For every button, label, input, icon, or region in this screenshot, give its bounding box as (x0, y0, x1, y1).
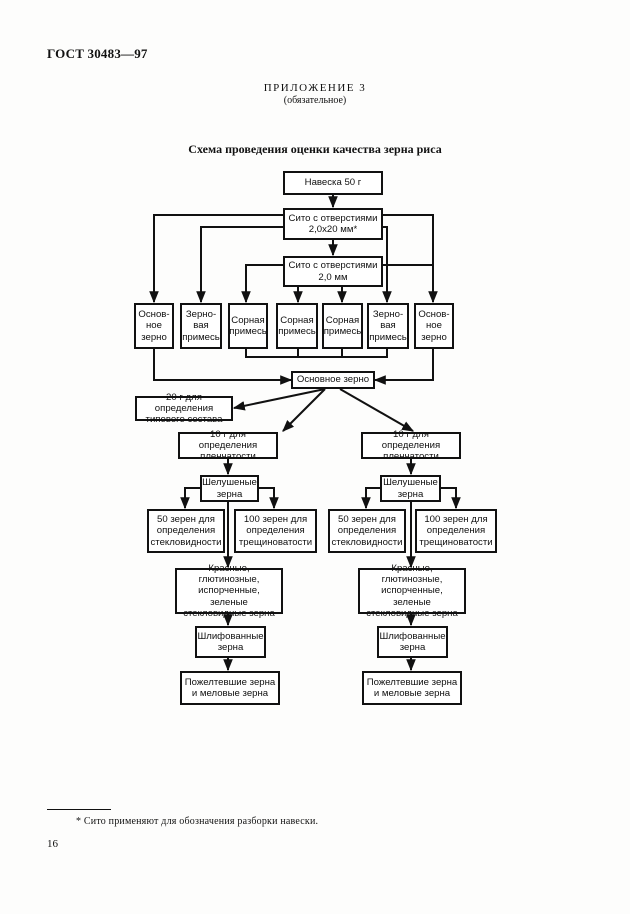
annex-subtitle: (обязательное) (283, 95, 347, 106)
box-weed-impurity-2: Сорная примесь (276, 303, 318, 349)
box-main-grain-right: Основ- ное зерно (414, 303, 454, 349)
box-sieve-2x20: Сито с отверстиями 2,0х20 мм* (283, 208, 383, 240)
box-husked-left: Шелушеные зерна (200, 475, 259, 502)
box-fracturing-right: 100 зерен для определения трещиноватости (415, 509, 497, 553)
box-grain-impurity-left: Зерно- вая примесь (180, 303, 222, 349)
box-fracturing-left: 100 зерен для определения трещиноватости (234, 509, 317, 553)
box-polished-left: Шлифованные зерна (195, 626, 266, 658)
box-vitreousness-left: 50 зерен для определения стекловидности (147, 509, 225, 553)
box-sample-50g: Навеска 50 г (283, 171, 383, 195)
box-vitreousness-right: 50 зерен для определения стекловидности (328, 509, 406, 553)
box-polished-right: Шлифованные зерна (377, 626, 448, 658)
box-weed-impurity-1: Сорная примесь (228, 303, 268, 349)
box-main-grain: Основное зерно (291, 371, 375, 389)
box-film-10g-left: 10 г для определения пленчатости (178, 429, 278, 462)
box-grain-impurity-right: Зерно- вая примесь (367, 303, 409, 349)
document-code: ГОСТ 30483—97 (47, 46, 148, 61)
footnote-divider (47, 809, 111, 810)
scheme-title: Схема проведения оценки качества зерна р… (188, 142, 442, 156)
box-yellowed-left: Пожелтевшие зерна и меловые зерна (180, 671, 280, 705)
box-weed-impurity-3: Сорная примесь (322, 303, 363, 349)
box-yellowed-right: Пожелтевшие зерна и меловые зерна (362, 671, 462, 705)
box-sieve-2mm: Сито с отверстиями 2,0 мм (283, 256, 383, 287)
box-defective-grains-right: Красные, глютинозные, испорченные, зелен… (358, 563, 466, 619)
annex-title: ПРИЛОЖЕНИЕ 3 (263, 82, 367, 94)
footnote: * Сито применяют для обозначения разборк… (76, 816, 319, 827)
box-film-10g-right: 10 г для определения пленчатости (361, 429, 461, 462)
page-number: 16 (47, 838, 58, 850)
box-husked-right: Шелушеные зерна (380, 475, 441, 502)
box-type-composition-20g: 20 г для определения типового состава (135, 392, 233, 425)
box-defective-grains-left: Красные, глютинозные, испорченные, зелен… (175, 563, 283, 619)
box-main-grain-left: Основ- ное зерно (134, 303, 174, 349)
